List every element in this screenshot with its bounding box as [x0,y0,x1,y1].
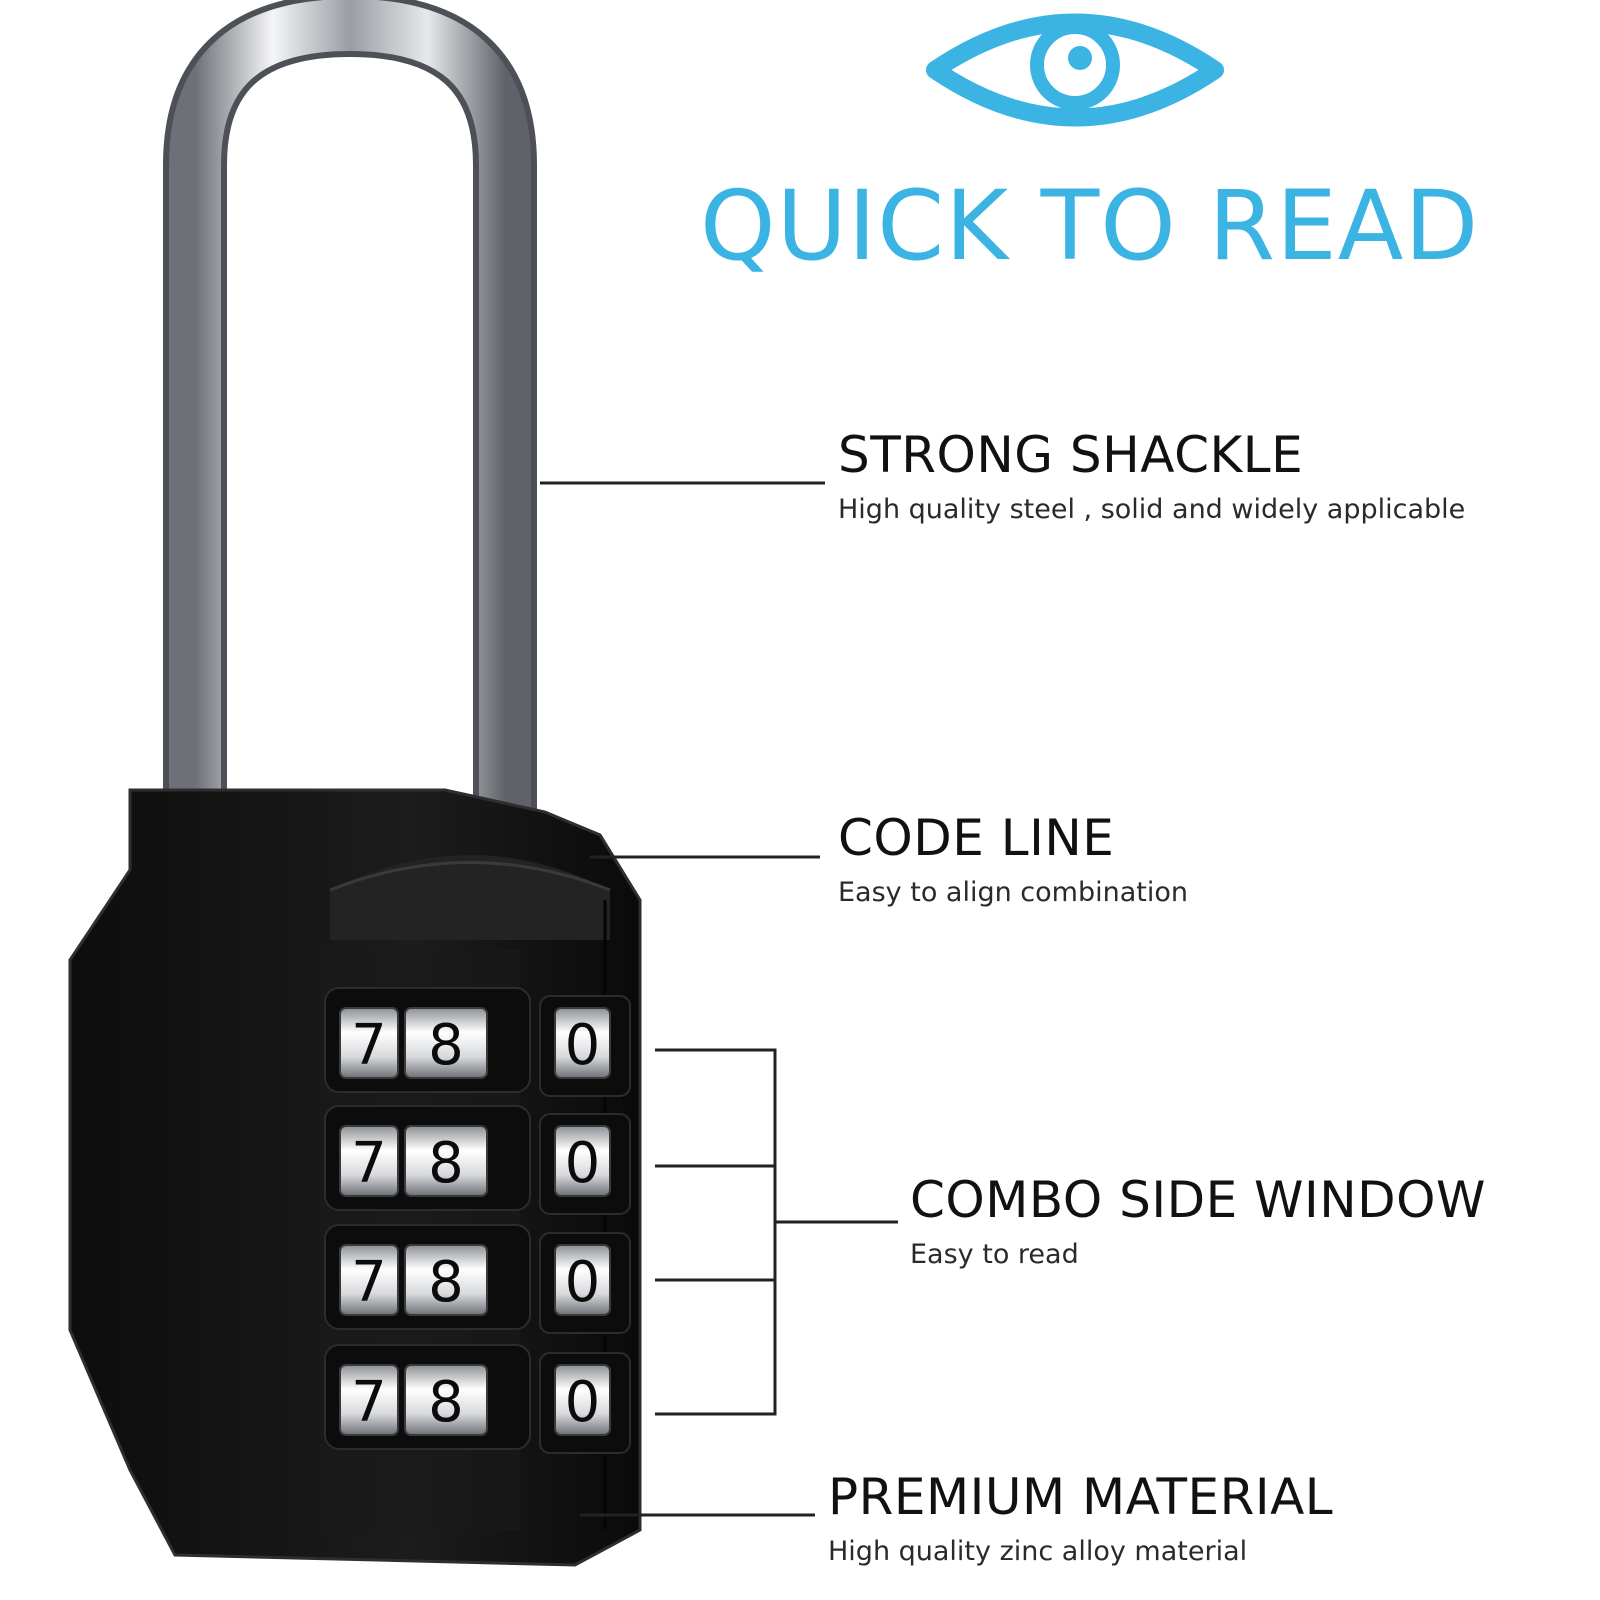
dial-wheel[interactable] [554,1125,611,1197]
dial-digit-front-1: 7 [351,1250,387,1315]
callout-title: CODE LINE [838,809,1115,867]
leader-lines [540,481,898,1517]
lock-shackle [163,0,537,835]
eye-icon [926,13,1224,127]
dial-wheel[interactable] [339,1125,399,1197]
dial-wheel[interactable] [404,1007,488,1079]
dial-digit-front-1: 7 [351,1131,387,1196]
dial-digit-side: 0 [565,1131,601,1196]
dial-digit-front-2: 8 [428,1131,464,1196]
callout-code-line: CODE LINE Easy to align combination [838,813,1188,906]
callout-premium-material: PREMIUM MATERIAL High quality zinc alloy… [828,1472,1333,1565]
dial-wheel[interactable] [339,1244,399,1316]
dial-wheel[interactable] [339,1364,399,1436]
dial-wheel[interactable] [404,1125,488,1197]
callout-title: STRONG SHACKLE [838,426,1304,484]
callout-subtitle: High quality zinc alloy material [828,1536,1248,1567]
dial-digit-side: 0 [565,1250,601,1315]
callout-title: COMBO SIDE WINDOW [910,1171,1486,1229]
dial-wheel[interactable] [404,1364,488,1436]
callout-subtitle: Easy to align combination [838,877,1188,908]
lock-shackle-shine [169,0,531,835]
dial-wheel[interactable] [554,1364,611,1436]
dial-digit-front-2: 8 [428,1370,464,1435]
leader-line-combo-bracket [655,1048,777,1416]
callout-combo-side-window: COMBO SIDE WINDOW Easy to read [910,1175,1486,1268]
dial-digit-side: 0 [565,1370,601,1435]
dial-digit-front-2: 8 [428,1250,464,1315]
dial-digit-front-2: 8 [428,1013,464,1078]
callout-title: PREMIUM MATERIAL [828,1468,1334,1526]
dial-digit-side: 0 [565,1013,601,1078]
callout-strong-shackle: STRONG SHACKLE High quality steel , soli… [838,430,1465,523]
dial-wheel[interactable] [339,1007,399,1079]
dial-digit-front-1: 7 [351,1370,387,1435]
dial-wheel[interactable] [404,1244,488,1316]
callout-subtitle: Easy to read [910,1239,1079,1270]
headline: QUICK TO READ [700,170,1480,282]
dial-digit-front-1: 7 [351,1013,387,1078]
dial-wheel[interactable] [554,1007,611,1079]
callout-subtitle: High quality steel , solid and widely ap… [838,494,1466,525]
dial-wheel[interactable] [554,1244,611,1316]
